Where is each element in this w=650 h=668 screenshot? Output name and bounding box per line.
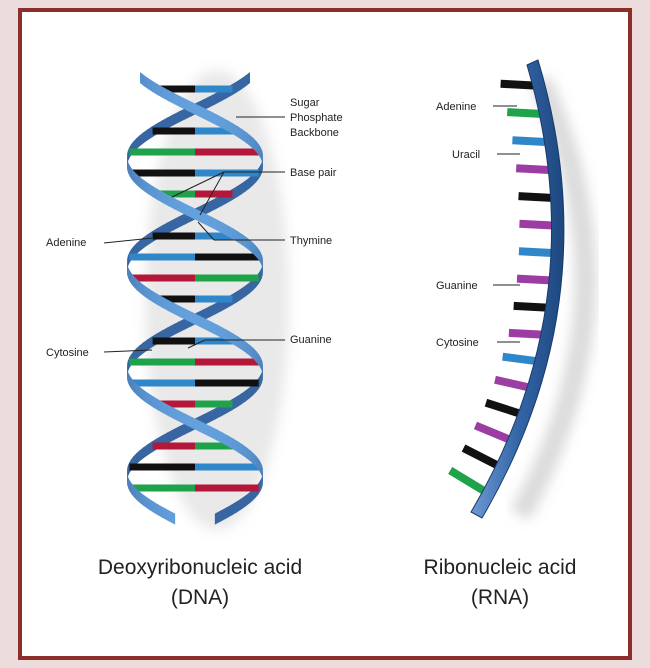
rna-caption-name: Ribonucleic acid xyxy=(424,556,577,579)
label-thymine: Thymine xyxy=(290,235,332,247)
label-rna-adenine: Adenine xyxy=(436,101,476,113)
label-dna-guanine: Guanine xyxy=(290,334,332,346)
dna-caption-name: Deoxyribonucleic acid xyxy=(98,556,302,579)
dna-strand-b-segment xyxy=(168,510,175,525)
label-sugar: Sugar xyxy=(290,97,320,109)
label-rna-uracil: Uracil xyxy=(452,149,480,161)
label-rna-cytosine: Cytosine xyxy=(436,337,479,349)
dna-strand-a-segment xyxy=(128,147,130,162)
dna-caption-abbr: (DNA) xyxy=(171,586,229,609)
label-rna-guanine: Guanine xyxy=(436,280,478,292)
label-backbone: Backbone xyxy=(290,127,339,139)
dna-helix xyxy=(127,70,289,530)
dna-strand-b-segment xyxy=(128,462,130,477)
dna-strand-a-segment xyxy=(128,357,130,372)
label-dna-adenine: Adenine xyxy=(46,237,86,249)
dna-strand-b-segment xyxy=(128,252,130,267)
rna-base xyxy=(450,470,488,493)
label-base-pair: Base pair xyxy=(290,167,337,179)
label-phosphate: Phosphate xyxy=(290,112,343,124)
label-dna-cytosine: Cytosine xyxy=(46,347,89,359)
rna-caption-abbr: (RNA) xyxy=(471,586,529,609)
rna-base xyxy=(464,448,502,467)
